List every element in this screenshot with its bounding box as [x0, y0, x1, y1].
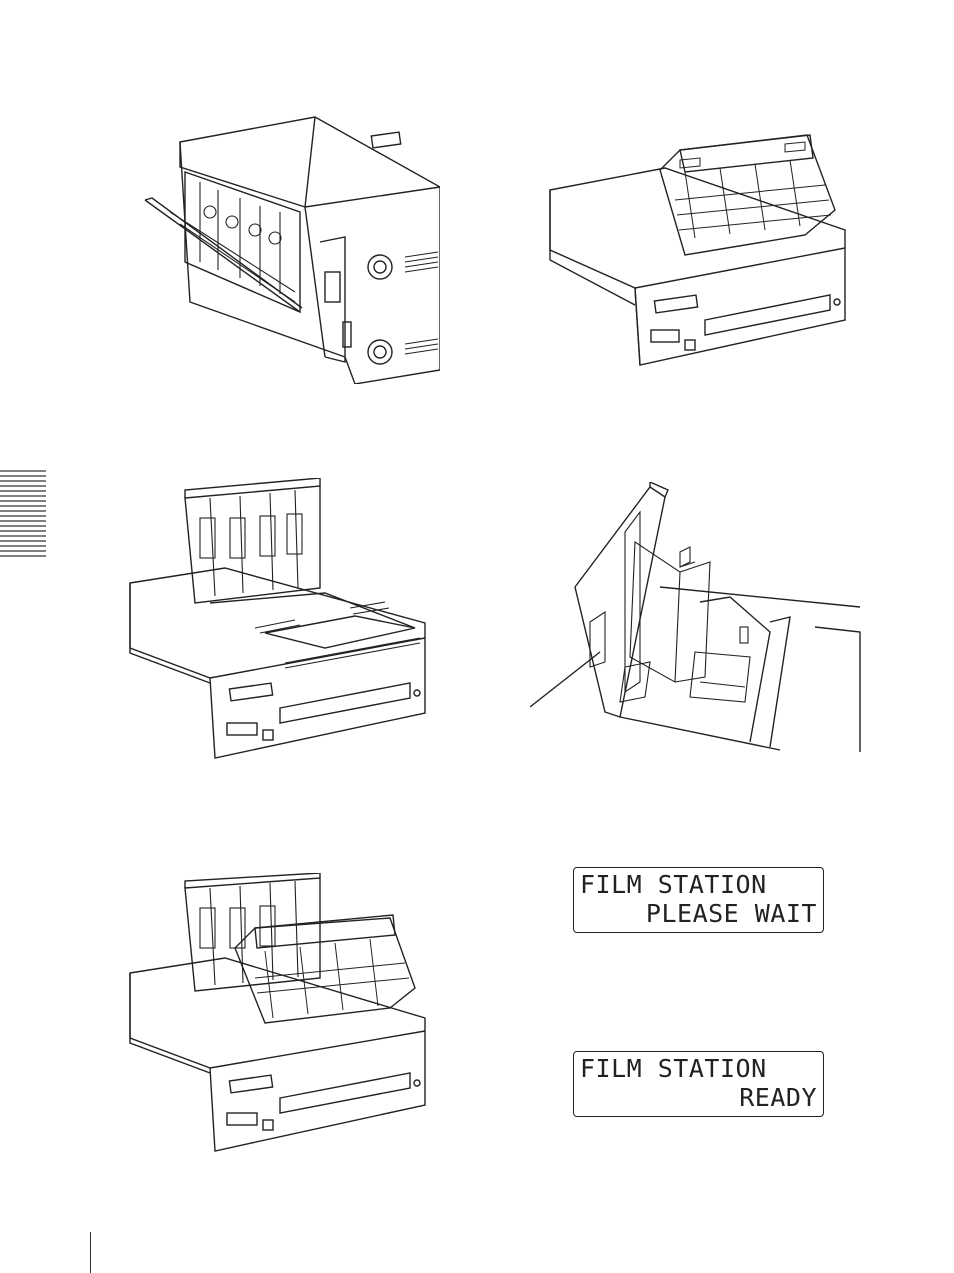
printer-rear-view-illustration	[140, 112, 440, 384]
lcd-line-2: READY	[580, 1083, 817, 1112]
printer-film-door-open-illustration	[125, 478, 430, 760]
lcd-line-1: FILM STATION	[580, 870, 817, 899]
lcd-line-2: PLEASE WAIT	[580, 899, 817, 928]
printer-front-lid-open-illustration	[545, 130, 850, 368]
film-cassette-closeup-illustration	[530, 482, 865, 752]
lcd-display-please-wait: FILM STATION PLEASE WAIT	[573, 867, 824, 933]
thumb-index-tab	[0, 468, 46, 560]
lcd-display-ready: FILM STATION READY	[573, 1051, 824, 1117]
page-margin-rule	[90, 1232, 91, 1273]
lcd-line-1: FILM STATION	[580, 1054, 817, 1083]
printer-both-open-illustration	[125, 873, 430, 1155]
